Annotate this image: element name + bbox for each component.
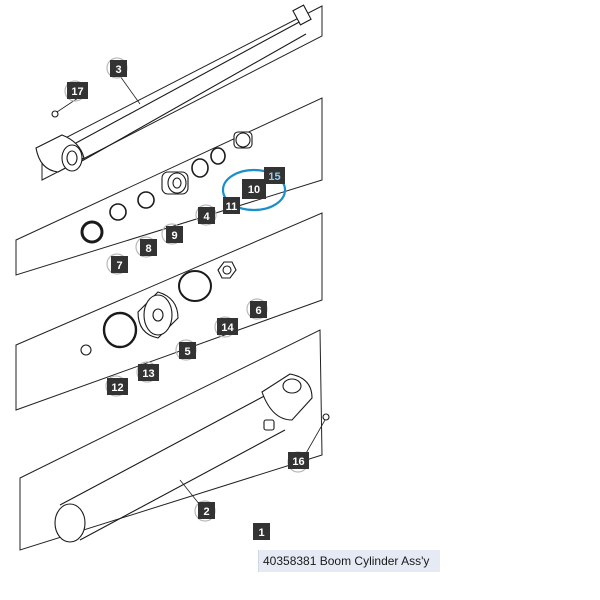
callout-4: 4 (195, 204, 217, 226)
callout-15: 15 (264, 167, 285, 184)
callout-14: 14 (214, 316, 238, 338)
callout-11: 11 (223, 197, 240, 214)
panel-seals (15, 97, 323, 276)
svg-text:14: 14 (221, 322, 234, 334)
callout-9: 9 (161, 223, 183, 245)
svg-text:17: 17 (71, 86, 83, 98)
svg-text:5: 5 (184, 346, 190, 358)
svg-text:6: 6 (255, 305, 261, 317)
svg-text:8: 8 (145, 243, 151, 255)
rod-part (35, 4, 312, 173)
svg-text:3: 3 (115, 64, 121, 76)
svg-text:13: 13 (142, 368, 154, 380)
callout-3: 3 (106, 57, 128, 79)
assembly-caption: 40358381 Boom Cylinder Ass'y (258, 550, 440, 572)
svg-text:4: 4 (203, 211, 210, 223)
seal-parts (80, 131, 253, 244)
callout-8: 8 (135, 236, 157, 258)
callout-17: 17 (64, 80, 88, 102)
highlight-circle (221, 168, 287, 212)
svg-text:7: 7 (116, 260, 122, 272)
svg-text:12: 12 (111, 382, 123, 394)
panel-rod (41, 5, 323, 181)
svg-text:11: 11 (226, 201, 238, 213)
svg-text:1: 1 (258, 527, 264, 539)
callout-10: 10 (242, 179, 266, 199)
panel-piston (15, 212, 323, 411)
grease-fitting-top-icon (51, 110, 59, 118)
svg-text:9: 9 (171, 230, 177, 242)
callout-2: 2 (194, 500, 216, 522)
callout-7: 7 (106, 253, 128, 275)
barrel-part (54, 373, 313, 543)
callout-13: 13 (136, 361, 159, 383)
svg-text:15: 15 (268, 171, 280, 183)
svg-text:2: 2 (203, 506, 209, 518)
grease-fitting-bottom-icon (322, 413, 330, 421)
callout-6: 6 (246, 298, 268, 320)
callout-5: 5 (175, 339, 197, 361)
callout-12: 12 (105, 375, 128, 397)
panel-barrel (19, 329, 323, 551)
svg-text:16: 16 (292, 456, 304, 468)
callout-16: 16 (287, 451, 309, 473)
callout-1: 1 (253, 523, 270, 540)
svg-text:10: 10 (248, 184, 260, 196)
piston-parts (80, 261, 237, 356)
